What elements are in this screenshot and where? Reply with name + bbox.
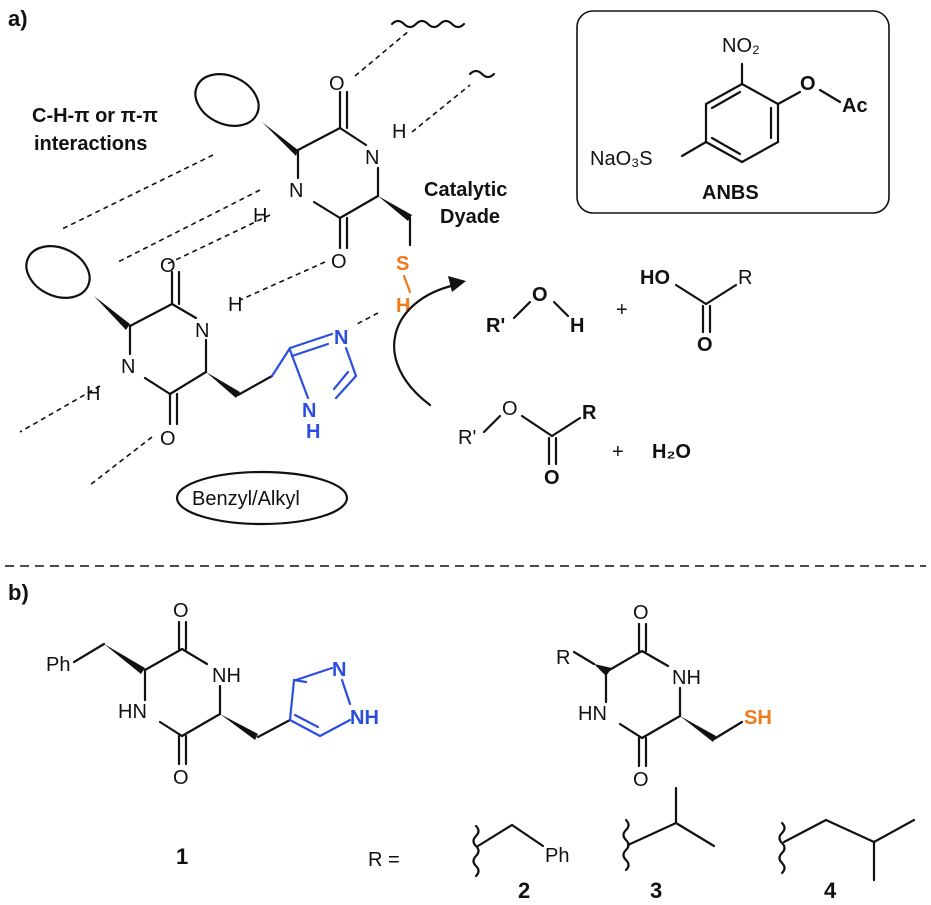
compound-1-structure [72,620,292,766]
compound-sh-sh: SH [744,707,772,729]
interactions-label-line2: interactions [34,133,147,155]
plus-1: + [616,299,628,321]
alcohol-o: O [532,284,548,306]
substituent-2-number: 2 [518,878,530,903]
ester-carbonyl-o: O [544,467,560,489]
substituent-2-benzyl [472,823,545,878]
substituent-4-number: 4 [824,878,837,903]
upper-carbonyl-o: O [329,73,345,95]
alcohol-h: H [570,315,584,337]
compound-1-o-top: O [173,600,189,622]
ester-bond1 [482,414,502,434]
ester-r: R [582,402,597,424]
substituent-3-isopropyl [622,786,716,872]
benzyl-alkyl-label: Benzyl/Alkyl [192,488,300,510]
compound-1-imidazole-nh: NH [350,707,379,729]
upper-nh2-h: H [253,205,267,227]
compound-1-hn: HN [118,701,147,723]
ester-bond2 [520,414,554,438]
panel-b-label: b) [8,580,29,605]
lower-nh-h: H [228,294,242,316]
anbs-ac: Ac [842,95,868,117]
anbs-no2: NO₂ [722,35,760,57]
alcohol-r-prime: R' [486,315,505,337]
acid-bond2 [704,283,738,306]
catalytic-label-line2: Dyade [440,206,500,228]
water: H₂O [652,441,691,463]
thiol-h: H [396,295,410,317]
r-equals: R = [368,849,400,871]
reaction-arrow [393,283,457,407]
anbs-box [576,10,890,214]
lower-carbonyl-o: O [160,255,176,277]
substituent-2-ph: Ph [545,845,569,867]
alcohol-bond2 [552,300,570,318]
imidazole-nh-h: H [306,421,320,443]
compound-1-nh-top: NH [212,665,241,687]
compound-sh-nh: NH [672,667,701,689]
compound-1-imidazole-n: N [332,659,346,681]
compound-1-o-bottom: O [173,767,189,789]
acid-ho: HO [640,267,670,289]
hydrogen-bonds [19,29,471,486]
reaction-arrow-head [448,276,466,292]
compound-1-number: 1 [176,844,188,869]
thiol-sh-bond [402,274,412,294]
benzyl-alkyl-ellipse [175,470,349,526]
upper-ring-n2: N [289,180,303,202]
acid-bond1 [674,283,708,306]
upper-carbonyl-o2: O [331,251,347,273]
ester-o: O [502,398,518,420]
ester-bond3 [550,416,582,438]
imidazole-ring [270,332,358,400]
alcohol-bond1 [512,300,532,320]
interactions-label-line1: C-H-π or π-π [32,105,158,127]
substituent-3-number: 3 [650,878,662,903]
thiol-s: S [396,253,409,275]
acid-o: O [697,334,713,356]
compound-sh-structure [572,622,744,768]
compound-sh-o-bottom: O [633,769,649,791]
lower-nh2-h: H [86,383,100,405]
compound-sh-r: R [556,647,570,669]
lower-ring-n2: N [121,356,135,378]
compound-sh-o-top: O [633,602,649,624]
lower-ring-n: N [195,320,209,342]
anbs-naso3: NaO₃S [590,148,653,170]
upper-nh-h: H [392,121,406,143]
substituent-4-isobutyl [778,818,916,882]
lower-diketopiperazine [25,245,274,426]
ester-r-prime: R' [458,427,476,449]
acid-r: R [738,267,752,289]
pi-interaction-lines [59,154,261,263]
anbs-name: ANBS [702,182,759,204]
anbs-structure [680,62,842,164]
chain-wavy-end [390,19,496,79]
upper-diketopiperazine [194,73,412,250]
catalytic-label-line1: Catalytic [424,179,507,201]
anbs-ester-o: O [800,73,816,95]
imidazole-n: N [334,327,348,349]
compound-sh-hn: HN [578,703,607,725]
compound-1-imidazole [288,666,352,738]
upper-ring-n: N [365,147,379,169]
plus-2: + [612,441,624,463]
compound-1-ph: Ph [46,654,70,676]
panel-a-label: a) [8,6,28,31]
imidazole-nh-n: N [302,400,316,422]
lower-carbonyl-o2: O [160,428,176,450]
